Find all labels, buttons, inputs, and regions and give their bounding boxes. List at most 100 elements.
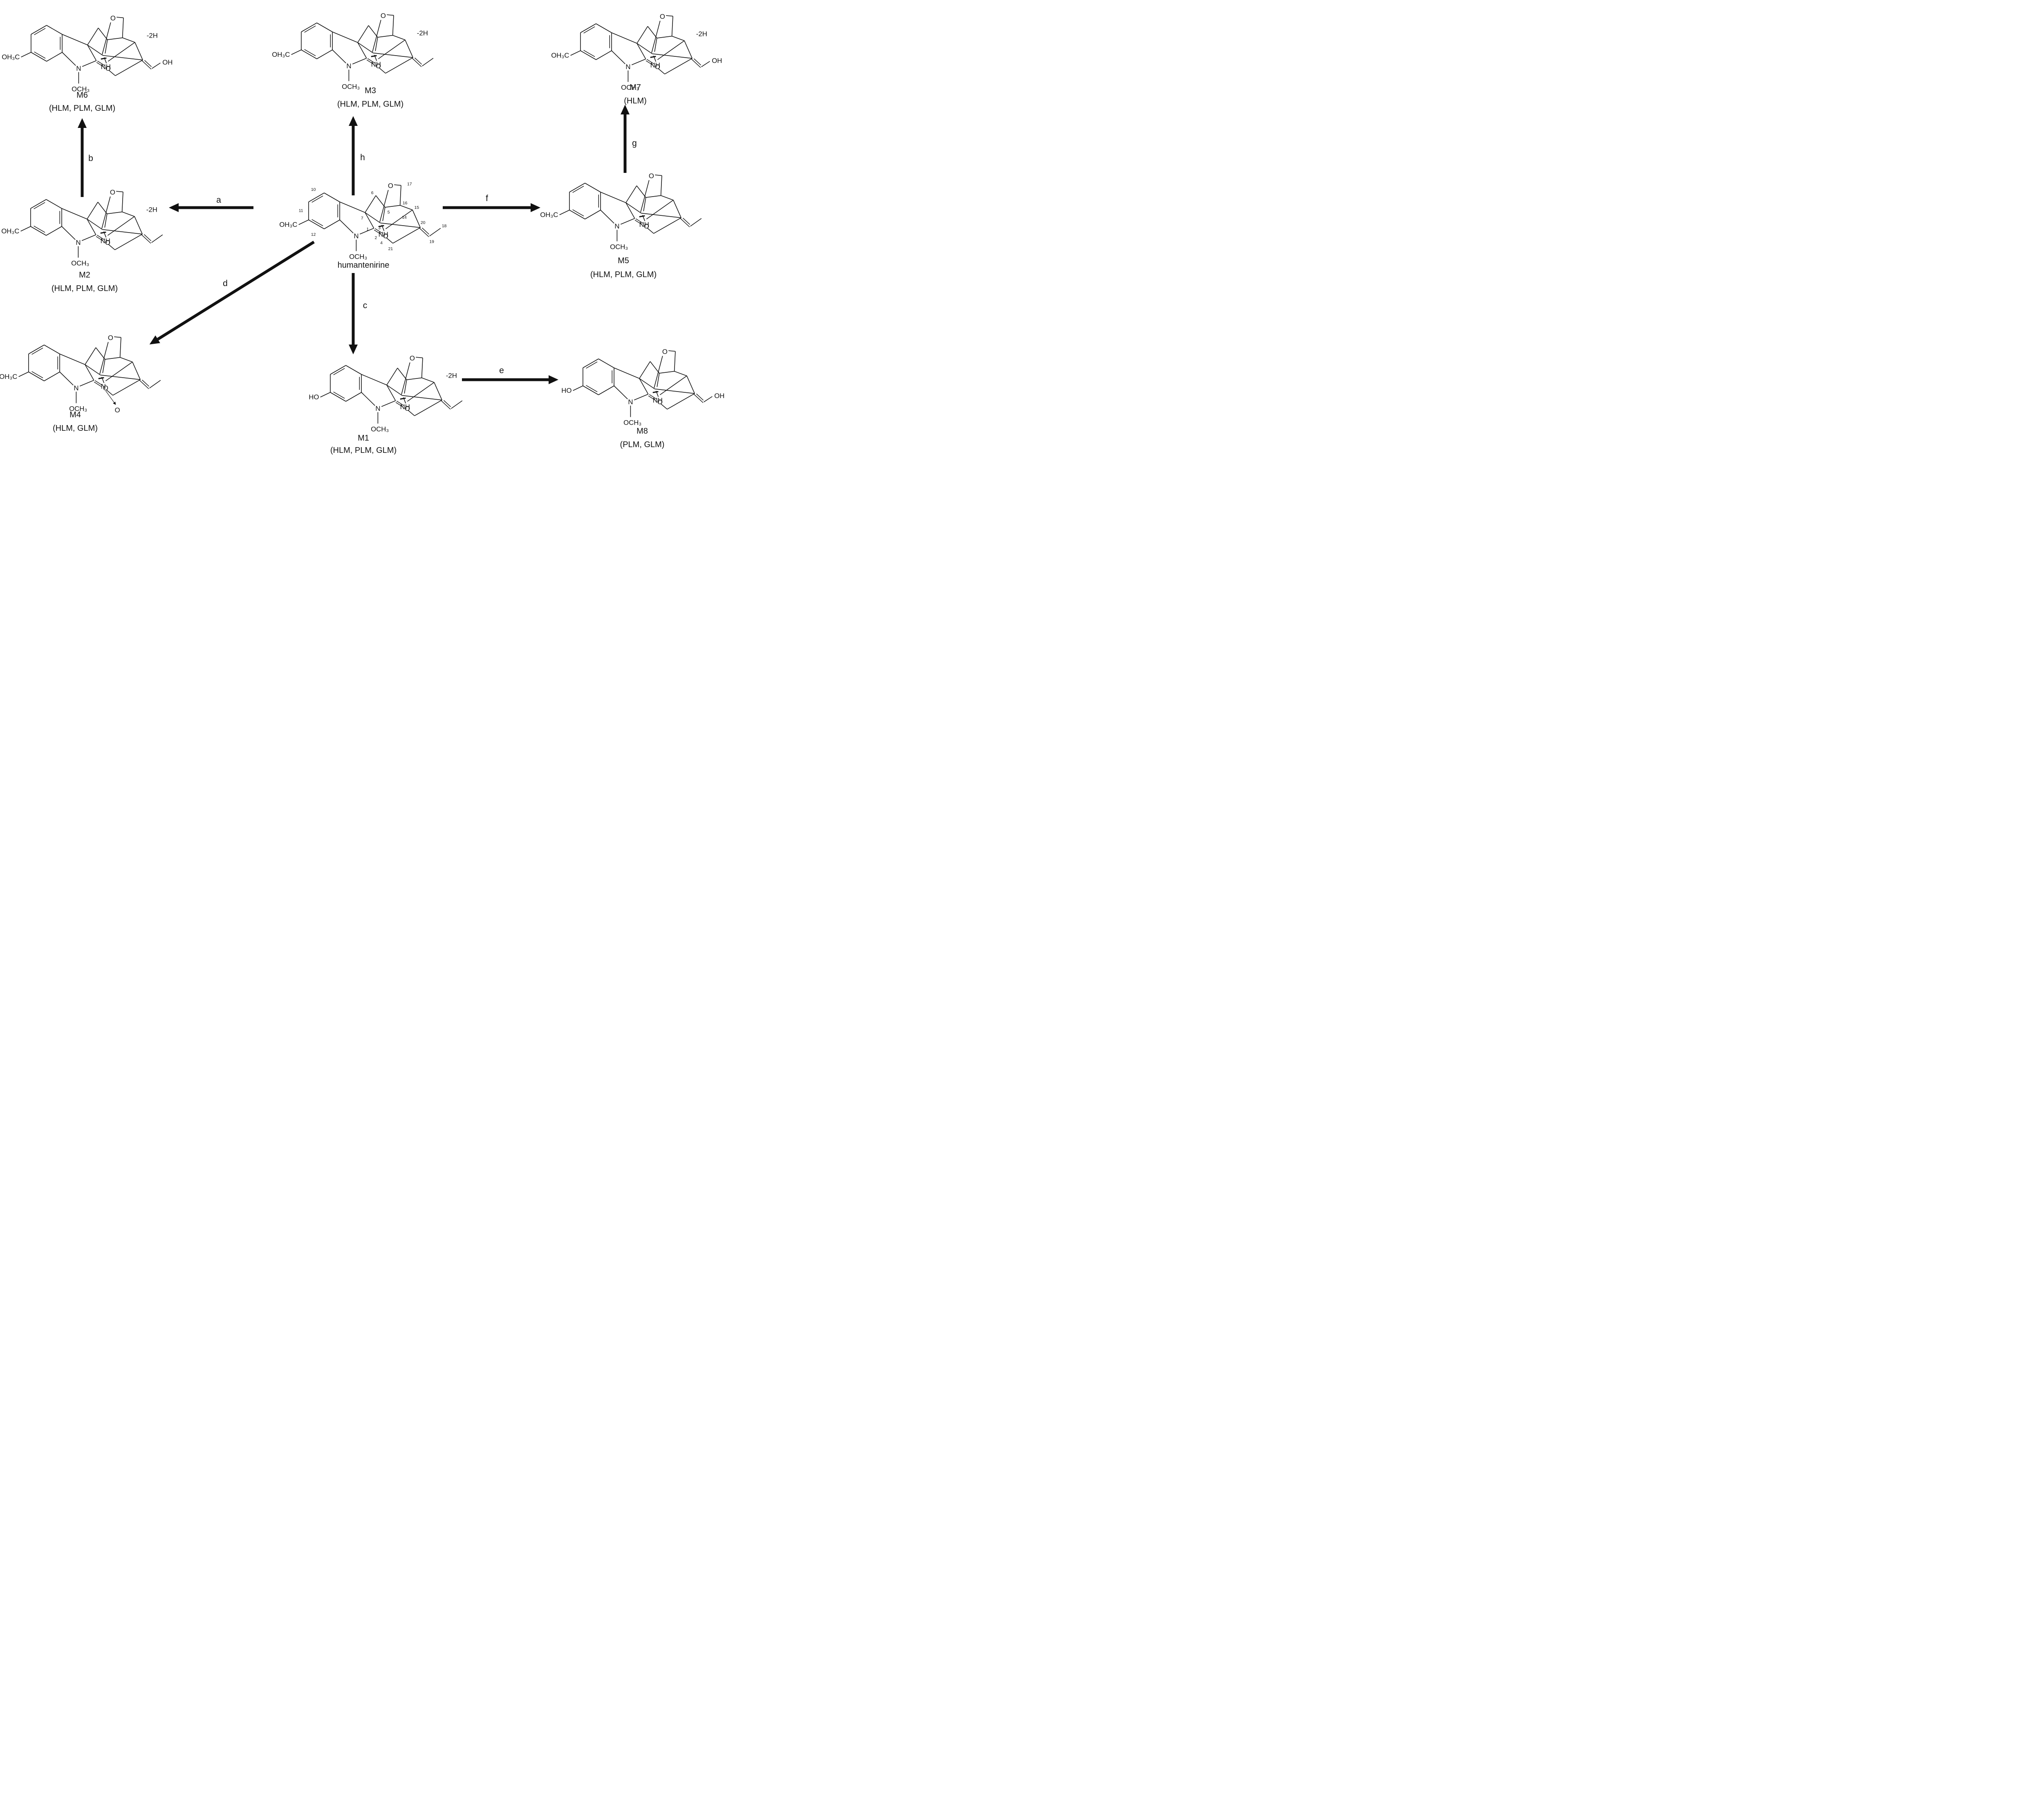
arrow-g: g: [621, 105, 637, 173]
bond: [320, 392, 331, 398]
bond: [18, 372, 29, 377]
bond: [44, 345, 60, 354]
bond: [586, 385, 598, 392]
bond: [345, 392, 362, 402]
bond: [650, 56, 656, 58]
bond: [658, 68, 665, 74]
bond: [394, 184, 401, 186]
n-substituent-label: OCH₃: [69, 405, 87, 413]
ether-oxygen-label: O: [649, 172, 654, 180]
bond: [611, 32, 637, 44]
molecule-name: humantenirine: [338, 261, 390, 270]
atom-number-16: 16: [403, 201, 408, 206]
molecule-enzymes: (HLM, GLM): [53, 424, 98, 433]
bond: [637, 43, 653, 54]
bond: [316, 49, 333, 59]
bond: [408, 410, 415, 416]
ring-nitrogen-label: N: [614, 222, 619, 230]
bond: [374, 229, 382, 235]
bond: [46, 25, 63, 35]
aryl-substituent-label: OH₃C: [0, 373, 17, 381]
bond: [20, 226, 31, 232]
arrow-h: h: [349, 116, 365, 195]
bond: [144, 60, 152, 67]
bond: [85, 364, 94, 381]
bond: [655, 175, 662, 176]
bond: [415, 58, 422, 65]
ring-nitrogen-label: N: [354, 232, 359, 240]
bond: [659, 371, 675, 374]
bond: [652, 53, 693, 59]
bond: [105, 357, 120, 360]
atom-number-14: 14: [402, 215, 407, 220]
bond: [646, 59, 654, 64]
bond: [583, 358, 599, 368]
arrow-a: a: [169, 195, 253, 212]
bond: [298, 219, 309, 225]
molecule-enzymes: (HLM, PLM, GLM): [590, 270, 657, 279]
amine-label: N: [101, 383, 106, 390]
caption-humantenirine: humantenirine: [338, 261, 390, 270]
bond: [635, 218, 643, 224]
bond: [28, 345, 45, 354]
bond: [701, 61, 710, 67]
terminal-oh-label: OH: [714, 392, 724, 400]
bond: [647, 26, 657, 38]
bond: [596, 23, 612, 33]
bond: [122, 37, 135, 43]
atom-number-21: 21: [388, 247, 393, 251]
bond: [573, 385, 583, 391]
bond: [46, 199, 62, 209]
bond: [114, 336, 121, 338]
bond: [654, 388, 695, 394]
arrow-label-f: f: [486, 194, 488, 203]
molecule-enzymes: (PLM, GLM): [620, 440, 665, 449]
bond: [352, 58, 367, 65]
bond: [667, 393, 695, 410]
bond: [386, 367, 398, 385]
bond: [301, 49, 317, 59]
bond: [422, 58, 434, 67]
molecule-name: M8: [637, 427, 648, 436]
bond: [96, 62, 104, 67]
bond: [386, 385, 403, 396]
aryl-substituent-label: OH₃C: [272, 51, 290, 58]
carbonyl-oxygen-label: O: [405, 405, 410, 412]
bond: [392, 35, 406, 40]
bond: [157, 241, 315, 340]
bond: [451, 400, 463, 409]
molecule-enzymes: (HLM, PLM, GLM): [330, 446, 397, 455]
bond: [304, 49, 316, 56]
arrow-label-c: c: [363, 301, 368, 310]
bond: [332, 31, 358, 43]
bond: [664, 58, 693, 74]
bond: [324, 193, 340, 202]
bond: [98, 27, 108, 40]
bond: [634, 219, 643, 225]
bond: [386, 385, 396, 401]
bond: [419, 228, 429, 237]
metabolic-scheme: OH₃CONOCH₃ONH123456710111214151617181920…: [0, 12, 724, 455]
ether-oxygen-label: O: [110, 188, 115, 196]
bond: [31, 347, 43, 355]
bond: [559, 210, 570, 215]
bond: [101, 196, 111, 229]
amine-label: NH: [101, 63, 111, 71]
bond: [59, 372, 74, 385]
arrow-label-g: g: [632, 139, 637, 148]
bond: [28, 372, 45, 381]
bond: [308, 193, 325, 202]
molecule-name: M7: [630, 83, 641, 92]
bond: [108, 244, 115, 250]
bond: [46, 52, 63, 62]
bond: [379, 190, 389, 222]
bond: [102, 22, 111, 55]
bond: [34, 28, 46, 35]
arrowhead-icon: [113, 401, 116, 405]
bond: [96, 236, 104, 242]
bond: [291, 49, 302, 55]
n-substituent-label: OCH₃: [371, 425, 389, 433]
bond: [434, 382, 442, 401]
